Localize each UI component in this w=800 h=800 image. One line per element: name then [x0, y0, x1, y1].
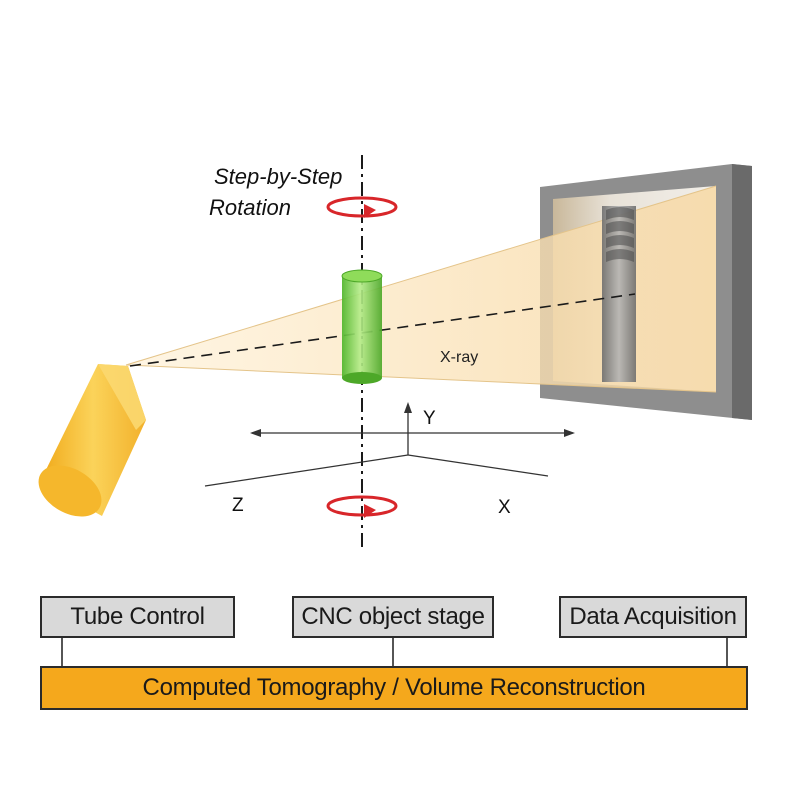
- xray-label: X-ray: [440, 349, 478, 366]
- connector-lines: [61, 638, 728, 666]
- cnc-object-stage-box: CNC object stage: [292, 596, 494, 638]
- data-acquisition-box: Data Acquisition: [559, 596, 747, 638]
- data-acquisition-label: Data Acquisition: [569, 603, 737, 630]
- xray-tube: [38, 364, 146, 517]
- cnc-object-stage-label: CNC object stage: [301, 603, 485, 630]
- sample-cylinder: [341, 269, 383, 384]
- axis-label-y: Y: [423, 408, 436, 429]
- beam-axis: [129, 293, 636, 367]
- beam-edge-bottom: [125, 364, 717, 393]
- rotation-arrow-bottom: [326, 495, 398, 518]
- axis-label-x: X: [498, 497, 511, 518]
- tube-control-label: Tube Control: [70, 603, 205, 630]
- rotation-label-line2: Rotation: [209, 195, 291, 220]
- computed-tomography-bar: Computed Tomography / Volume Reconstruct…: [40, 666, 748, 710]
- coordinate-axes: [204, 402, 575, 487]
- rotation-label-line1: Step-by-Step: [214, 164, 342, 189]
- axis-label-z: Z: [232, 495, 244, 516]
- tube-control-box: Tube Control: [40, 596, 235, 638]
- computed-tomography-label: Computed Tomography / Volume Reconstruct…: [142, 674, 646, 701]
- rotation-arrow-top: [326, 196, 398, 218]
- xray-beam: [126, 186, 716, 392]
